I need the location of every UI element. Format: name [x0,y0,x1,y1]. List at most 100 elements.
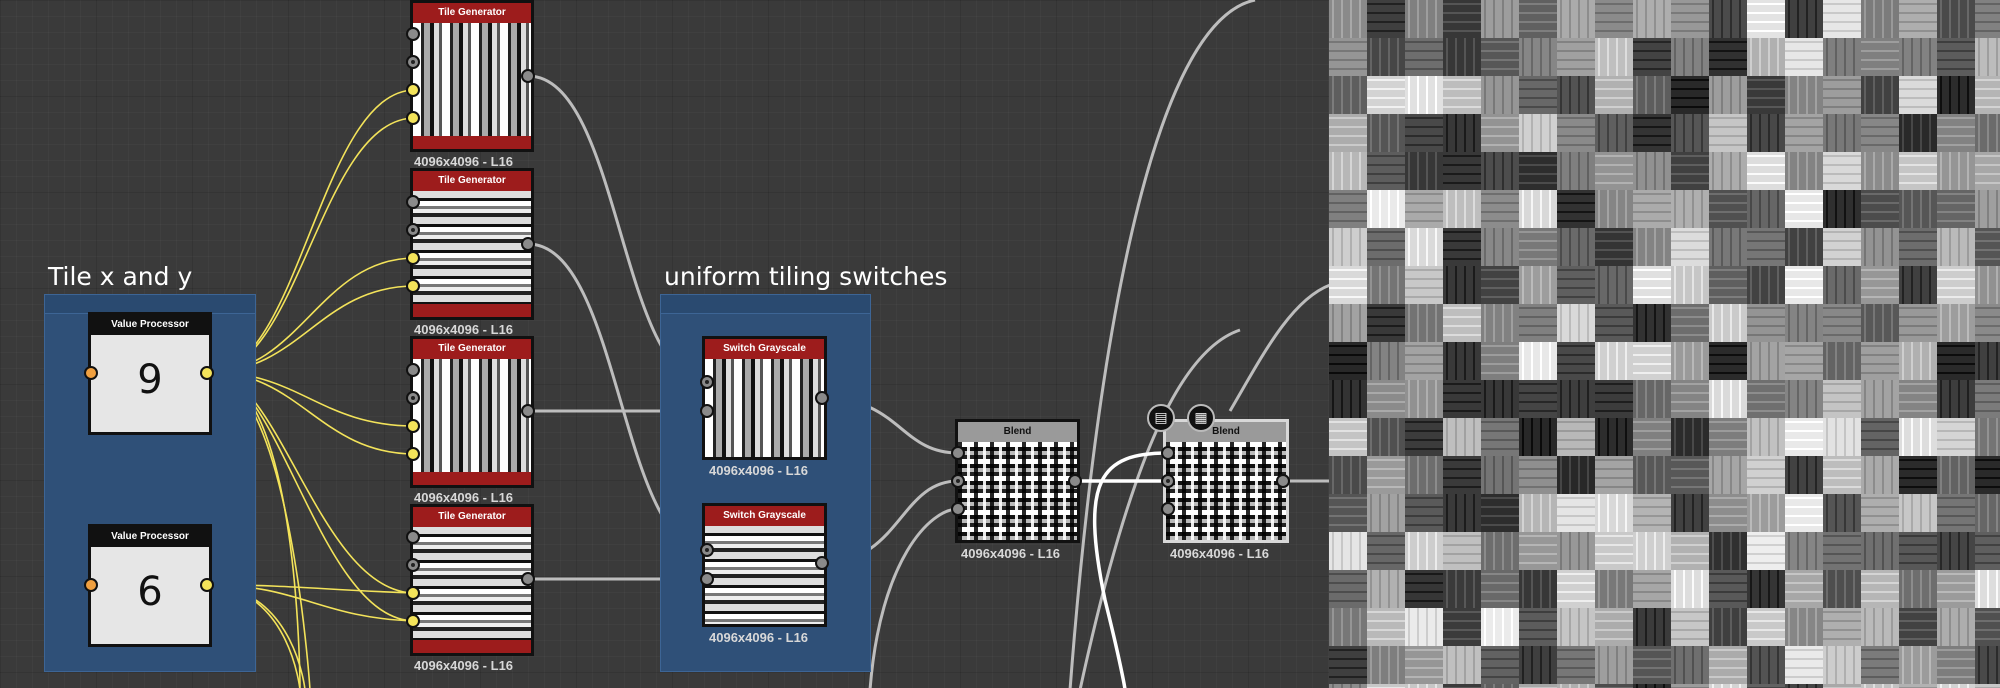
preview-tile [1519,646,1557,684]
input-pin[interactable] [700,375,714,389]
input-pin[interactable] [406,27,420,41]
input-pin[interactable] [406,614,420,628]
preview-tile [1405,684,1443,688]
preview-tile [1633,152,1671,190]
output-pin[interactable] [815,391,829,405]
node-body: Switch Grayscale [702,336,827,460]
value-processor-node[interactable]: Value Processor 6 [88,524,212,647]
preview-tile [1367,570,1405,608]
output-pin[interactable] [200,578,214,592]
input-pin[interactable] [1161,502,1175,516]
preview-tile [1329,152,1367,190]
preview-tile [1595,418,1633,456]
blend-node[interactable]: Blend [955,419,1080,543]
preview-tile [1519,342,1557,380]
output-pin[interactable] [200,366,214,380]
tile-generator-node[interactable]: Tile Generator [410,504,534,656]
preview-tile [1329,646,1367,684]
node-thumbnail [705,526,824,624]
preview-tile [1747,494,1785,532]
tile-generator-node[interactable]: Tile Generator [410,0,534,152]
blend-node-selected[interactable]: Blend [1163,419,1289,543]
preview-tile [1405,0,1443,38]
preview-tile [1595,646,1633,684]
preview-tile [1899,266,1937,304]
node-thumbnail: 9 [91,335,209,432]
preview-tile [1595,38,1633,76]
preview-tile [1785,228,1823,266]
input-pin[interactable] [406,111,420,125]
preview-tile [1785,494,1823,532]
highlight-wires [1079,451,1169,688]
checker-icon[interactable]: ▦ [1187,404,1215,432]
preview-tile [1709,684,1747,688]
preview-tile [1899,0,1937,38]
input-pin[interactable] [951,474,965,488]
input-pin[interactable] [406,223,420,237]
input-pin[interactable] [406,391,420,405]
input-pin[interactable] [406,586,420,600]
preview-tile [1975,0,2000,38]
node-title: Tile Generator [413,339,531,359]
preview-tile [1785,190,1823,228]
preview-tile [1405,456,1443,494]
preview-tile [1861,418,1899,456]
preview-tile [1823,38,1861,76]
input-pin[interactable] [951,446,965,460]
value-processor-node[interactable]: Value Processor 9 [88,312,212,435]
output-pin[interactable] [521,237,535,251]
output-pin[interactable] [521,572,535,586]
preview-tile [1823,380,1861,418]
output-pin[interactable] [815,556,829,570]
output-pin[interactable] [1276,474,1290,488]
tile-generator-node[interactable]: Tile Generator [410,336,534,488]
input-pin[interactable] [700,543,714,557]
input-pin[interactable] [700,404,714,418]
document-icon[interactable]: ▤ [1147,404,1175,432]
input-pin[interactable] [406,55,420,69]
input-pin[interactable] [84,578,98,592]
preview-tile [1557,418,1595,456]
preview-tile [1899,38,1937,76]
preview-tile [1861,570,1899,608]
input-pin[interactable] [951,502,965,516]
input-pin[interactable] [406,447,420,461]
input-pin[interactable] [700,572,714,586]
switch-grayscale-node[interactable]: Switch Grayscale [702,336,827,460]
preview-tile [1481,0,1519,38]
input-pin[interactable] [406,279,420,293]
output-size-label: 4096x4096 - L16 [414,490,514,505]
preview-tile [1823,114,1861,152]
output-pin[interactable] [521,404,535,418]
preview-tile [1329,304,1367,342]
input-pin[interactable] [406,363,420,377]
input-pin[interactable] [84,366,98,380]
input-pin[interactable] [406,83,420,97]
preview-tile [1481,570,1519,608]
preview-tile [1823,228,1861,266]
input-pin[interactable] [1161,474,1175,488]
preview-tile [1823,456,1861,494]
input-pin[interactable] [406,195,420,209]
preview-tile [1747,0,1785,38]
input-pin[interactable] [406,558,420,572]
2d-view-preview[interactable] [1329,0,2000,688]
preview-tile [1443,418,1481,456]
preview-tile [1747,532,1785,570]
tile-generator-node[interactable]: Tile Generator [410,168,534,320]
preview-tile [1557,190,1595,228]
input-pin[interactable] [406,419,420,433]
output-pin[interactable] [521,69,535,83]
preview-tile [1671,304,1709,342]
switch-grayscale-node[interactable]: Switch Grayscale [702,503,827,627]
preview-tile [1519,380,1557,418]
input-pin[interactable] [1161,446,1175,460]
input-pin[interactable] [406,530,420,544]
input-pin[interactable] [406,251,420,265]
preview-tile [1481,342,1519,380]
node-body: Value Processor 6 [88,524,212,647]
preview-tile [1633,266,1671,304]
preview-tile [1519,684,1557,688]
output-pin[interactable] [1068,474,1082,488]
preview-tile [1633,532,1671,570]
